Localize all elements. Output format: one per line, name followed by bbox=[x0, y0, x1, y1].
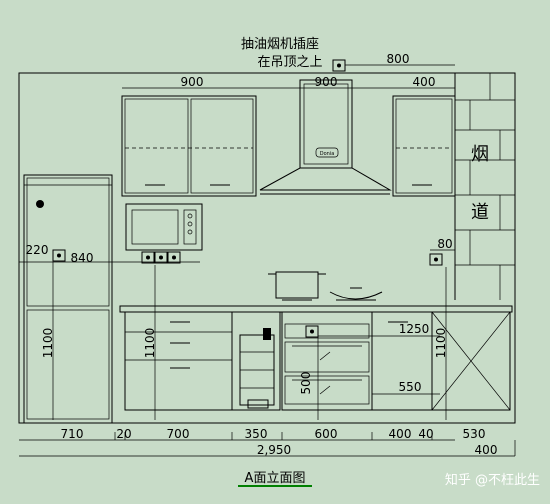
dim-upper-right: 400 bbox=[413, 75, 436, 89]
socket-counter-1 bbox=[141, 251, 155, 264]
dim-bottom-350: 350 bbox=[245, 427, 268, 441]
dim-bottom-20: 20 bbox=[116, 427, 131, 441]
dim-bottom-710: 710 bbox=[61, 427, 84, 441]
dim-socket-offset: 800 bbox=[387, 52, 410, 66]
dim-oven-mid: 500 bbox=[299, 372, 313, 395]
upper-cabinet-left bbox=[121, 95, 257, 197]
hood-brand: Donia bbox=[320, 151, 335, 157]
dim-bottom-600: 600 bbox=[315, 427, 338, 441]
dim-hood: 900 bbox=[315, 75, 338, 89]
socket-counter-3 bbox=[167, 251, 181, 264]
built-in-oven bbox=[281, 311, 373, 411]
refrigerator bbox=[23, 174, 113, 424]
cooktop-wok bbox=[329, 287, 383, 301]
watermark: 知乎 @不枉此生 bbox=[445, 472, 540, 488]
hood-socket-label-2: 在吊顶之上 bbox=[257, 55, 322, 70]
hood-socket-label-1: 抽油烟机插座 bbox=[241, 37, 319, 52]
drawing-title: A面立面图 bbox=[245, 471, 306, 486]
socket-left bbox=[52, 249, 66, 262]
flue-column bbox=[454, 73, 515, 300]
dim-total: 2,950 bbox=[257, 443, 291, 457]
flue-label-1: 烟 bbox=[471, 144, 489, 165]
microwave bbox=[125, 203, 203, 251]
dim-right-socket-offset: 80 bbox=[437, 237, 452, 251]
dim-oven-depth: 550 bbox=[399, 380, 422, 394]
dim-oven-socket: 1250 bbox=[399, 322, 430, 336]
upper-cabinet-right bbox=[392, 95, 456, 197]
dimension-lines bbox=[19, 64, 516, 457]
socket-right bbox=[429, 253, 443, 266]
dim-total-right: 400 bbox=[475, 443, 498, 457]
socket-counter-2 bbox=[154, 251, 168, 264]
dim-upper-left: 900 bbox=[181, 75, 204, 89]
range-hood bbox=[259, 79, 392, 195]
socket-oven bbox=[305, 325, 319, 338]
dim-left-socket-offset: 220 bbox=[26, 243, 49, 257]
dim-bottom-400: 400 bbox=[389, 427, 412, 441]
dim-fridge-height: 1100 bbox=[41, 328, 55, 359]
dim-bottom-40: 40 bbox=[418, 427, 433, 441]
room-outline bbox=[18, 72, 516, 424]
socket-hood bbox=[332, 59, 346, 72]
countertop bbox=[119, 305, 513, 313]
dim-counter-socket-height: 1100 bbox=[143, 328, 157, 359]
dim-right-socket-height: 1100 bbox=[434, 328, 448, 359]
dish-rack bbox=[239, 328, 275, 409]
cooktop-pot bbox=[268, 271, 326, 301]
dim-left-socket-span: 840 bbox=[71, 251, 94, 265]
dim-bottom-530: 530 bbox=[463, 427, 486, 441]
base-cabinets bbox=[124, 311, 511, 411]
dim-bottom-700: 700 bbox=[167, 427, 190, 441]
flue-label-2: 道 bbox=[471, 202, 489, 223]
